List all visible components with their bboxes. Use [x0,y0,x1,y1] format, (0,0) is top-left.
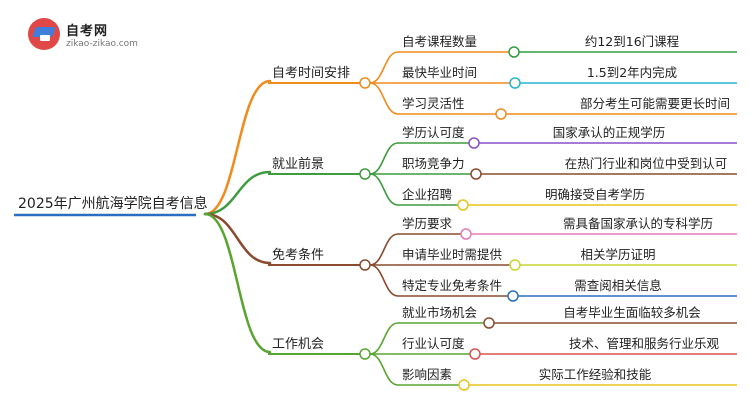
child-label: 自考课程数量 [402,34,477,49]
child-link [369,322,399,355]
child-link [369,142,399,175]
branch-node[interactable] [359,168,371,180]
detail-label: 约12到16门课程 [585,34,680,49]
child-label: 学历认可度 [402,125,465,140]
branch-node[interactable] [359,77,371,89]
logo-url: zikao-zikao.com [66,38,138,49]
child-node[interactable] [457,199,469,211]
child-node[interactable] [470,168,482,180]
child-label: 影响因素 [402,367,452,382]
site-logo[interactable]: 自考网 zikao-zikao.com [28,18,138,50]
child-label: 申请毕业时需提供 [402,247,502,262]
child-link [369,353,399,386]
child-label: 学历要求 [402,216,453,231]
branch-label: 自考时间安排 [272,66,350,81]
branch-label: 就业前景 [272,156,324,172]
child-link [369,173,399,206]
detail-label: 实际工作经验和技能 [539,367,652,382]
detail-label: 部分考生可能需要更长时间 [580,96,730,111]
child-node[interactable] [509,77,521,89]
child-node[interactable] [507,290,519,302]
child-link [369,264,399,297]
child-node[interactable] [509,259,521,271]
detail-label: 需查阅相关信息 [574,278,662,293]
detail-label: 需具备国家承认的专科学历 [563,216,713,231]
branch-node[interactable] [359,259,371,271]
child-link [369,51,399,84]
child-link [369,82,399,115]
detail-label: 1.5到2年内完成 [587,65,677,80]
child-label: 行业认可度 [402,336,465,351]
logo-name: 自考网 [66,23,109,39]
child-label: 企业招聘 [402,187,452,202]
branch-label: 工作机会 [272,337,324,352]
detail-label: 明确接受自考学历 [545,187,645,202]
child-label: 就业市场机会 [402,305,478,320]
graduation-cap-icon [28,18,60,50]
child-node[interactable] [469,348,481,360]
detail-label: 自考毕业生面临较多机会 [563,305,701,320]
branch-link [203,212,272,265]
root-label: 2025年广州航海学院自考信息 [18,195,208,212]
detail-label: 相关学历证明 [580,247,655,262]
child-label: 学习灵活性 [402,96,465,111]
branch-link [203,212,272,354]
branch-label: 免考条件 [272,247,324,263]
detail-label: 国家承认的正规学历 [553,125,666,140]
child-node[interactable] [468,137,480,149]
child-node[interactable] [495,108,507,120]
child-node[interactable] [508,46,520,58]
branch-link [203,79,272,216]
child-node[interactable] [460,228,472,240]
branch-node[interactable] [359,348,371,360]
child-label: 最快毕业时间 [402,65,477,80]
child-node[interactable] [458,379,470,391]
child-label: 职场竞争力 [402,156,465,171]
detail-label: 技术、管理和服务行业乐观 [569,336,720,351]
branch-link [203,170,272,216]
child-node[interactable] [483,317,495,329]
child-label: 特定专业免考条件 [402,278,502,293]
detail-label: 在热门行业和岗位中受到认可 [565,156,728,171]
child-link [369,233,399,266]
